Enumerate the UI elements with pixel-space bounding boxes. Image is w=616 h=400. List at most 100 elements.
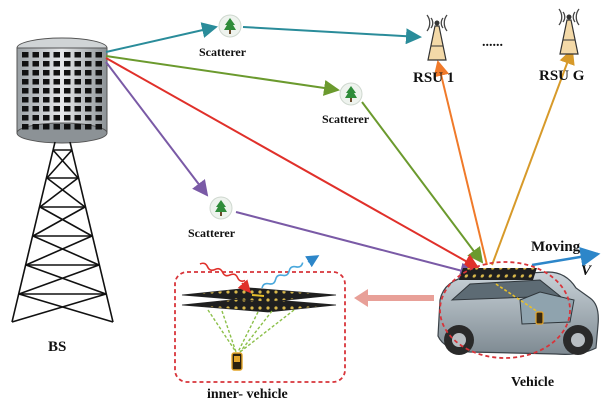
- bs-window: [74, 97, 81, 103]
- moving-arrow: [531, 247, 601, 267]
- bs-window: [85, 106, 92, 112]
- bs-window: [22, 79, 29, 85]
- bs-window: [85, 70, 92, 76]
- bs-window: [85, 61, 92, 67]
- bs-window: [32, 124, 39, 130]
- bs-to-vehicle-los-link: [105, 57, 480, 269]
- bs-window: [64, 70, 71, 76]
- bs-window: [53, 52, 60, 58]
- bs-window: [22, 61, 29, 67]
- bs-window: [22, 52, 29, 58]
- scatterer-1-to-rsu-1-link: [242, 26, 422, 45]
- bs-window: [74, 52, 81, 58]
- propagation-links: [105, 22, 575, 279]
- bs-window: [22, 124, 29, 130]
- velocity-label: V: [581, 263, 593, 279]
- scatterer-1-label: Scatterer: [199, 45, 247, 59]
- bs-window: [74, 88, 81, 94]
- bs-window: [53, 79, 60, 85]
- zoom-transfer-arrow: [354, 289, 434, 307]
- scatterer-3-to-vehicle-link: [235, 211, 476, 279]
- vehicle-to-rsu-g-link: [491, 48, 575, 266]
- bs-window: [95, 52, 102, 58]
- bs-window: [32, 70, 39, 76]
- scatterer-2-icon: [339, 82, 363, 106]
- bs-window: [95, 88, 102, 94]
- bs-window: [43, 79, 50, 85]
- bs-window: [53, 97, 60, 103]
- bs-window: [22, 106, 29, 112]
- bs-window: [74, 79, 81, 85]
- bs-window: [43, 115, 50, 121]
- bs-window: [85, 88, 92, 94]
- bs-window: [95, 106, 102, 112]
- bs-window: [64, 106, 71, 112]
- bs-window: [43, 52, 50, 58]
- bs-window: [85, 52, 92, 58]
- bs-window: [43, 124, 50, 130]
- bs-window: [64, 115, 71, 121]
- bs-window: [95, 70, 102, 76]
- bs-window: [43, 88, 50, 94]
- bs-window: [64, 52, 71, 58]
- bs-window: [32, 115, 39, 121]
- bs-window: [22, 70, 29, 76]
- bs-window: [32, 61, 39, 67]
- bs-to-scatterer-1-link: [105, 22, 218, 53]
- rsu-g-label: RSU G: [539, 68, 585, 84]
- bs-window: [53, 106, 60, 112]
- rsu-ellipsis: ......: [482, 35, 503, 50]
- inner-vehicle-green-links: [207, 309, 295, 353]
- bs-window: [32, 79, 39, 85]
- bs-window: [32, 52, 39, 58]
- vehicle-label: Vehicle: [511, 375, 554, 390]
- rsu-g-antenna-icon: [558, 8, 580, 55]
- scatterer-3-icon: [209, 196, 233, 220]
- bs-window: [53, 70, 60, 76]
- bs-window: [74, 124, 81, 130]
- inner-vehicle-dashed-box: [174, 271, 346, 383]
- inner-vehicle-label: inner- vehicle: [207, 387, 288, 400]
- bs-window: [95, 61, 102, 67]
- bs-window: [85, 79, 92, 85]
- bs-label: BS: [48, 339, 66, 355]
- bs-window: [32, 97, 39, 103]
- bs-window: [22, 97, 29, 103]
- bs-window: [64, 79, 71, 85]
- scatterer-1-icon: [218, 14, 242, 38]
- bs-window: [74, 106, 81, 112]
- bs-to-scatterer-3-link: [105, 61, 209, 197]
- bs-window: [74, 70, 81, 76]
- bs-window: [64, 97, 71, 103]
- bs-window: [85, 115, 92, 121]
- rsu-1-antenna-icon: [426, 14, 448, 61]
- bs-to-scatterer-2-link: [105, 55, 340, 96]
- vehicle-car-icon: [437, 268, 599, 355]
- vehicle-highlight-ellipse: [439, 261, 571, 359]
- moving-label: Moving: [531, 239, 581, 255]
- bs-window: [32, 106, 39, 112]
- inner-vehicle-ris-panels: [181, 287, 337, 313]
- bs-window: [22, 88, 29, 94]
- bs-window: [53, 61, 60, 67]
- bs-window: [53, 115, 60, 121]
- bs-window: [85, 124, 92, 130]
- bs-window: [85, 97, 92, 103]
- scatterer-2-label: Scatterer: [322, 112, 370, 126]
- bs-window: [64, 88, 71, 94]
- bs-window: [53, 88, 60, 94]
- bs-window: [74, 61, 81, 67]
- bs-window: [53, 124, 60, 130]
- rsu-1-label: RSU 1: [413, 70, 454, 86]
- base-station-icon: [11, 37, 114, 323]
- mobile-phone-icon: [231, 352, 243, 371]
- bs-window: [95, 97, 102, 103]
- bs-window: [43, 106, 50, 112]
- bs-window: [22, 115, 29, 121]
- bs-window: [74, 115, 81, 121]
- vehicle-to-rsu-1-link: [433, 60, 488, 266]
- bs-window: [43, 70, 50, 76]
- bs-window: [95, 115, 102, 121]
- scatterer-2-to-vehicle-link: [361, 101, 484, 264]
